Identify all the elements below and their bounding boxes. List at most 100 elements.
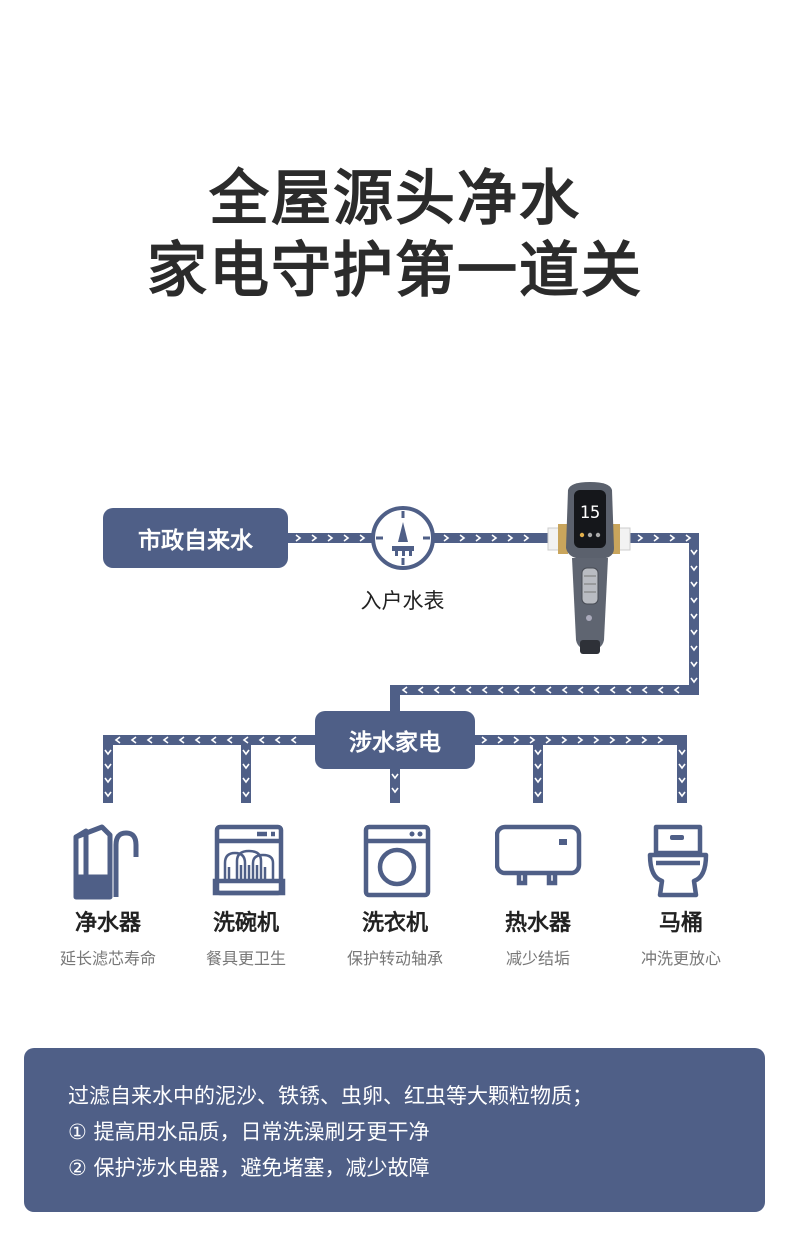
flow-arrow [343,534,350,542]
flow-arrow [523,534,530,542]
flow-arrow [609,686,616,694]
flow-arrow [678,791,686,798]
flow-arrow [497,686,504,694]
appliance-name: 洗碗机 [212,911,279,936]
flow-arrow [481,736,488,744]
flow-arrow [443,534,450,542]
appliance-water-heater: 热水器 减少结垢 [463,815,613,969]
flow-arrow [146,736,153,744]
flow-arrow [690,597,698,604]
flow-arrow [545,686,552,694]
flow-arrow [690,629,698,636]
flow-arrow [673,686,680,694]
flow-arrow [690,613,698,620]
flow-arrow [690,645,698,652]
info-line-1: 过滤自来水中的泥沙、铁锈、虫卵、红虫等大颗粒物质； [68,1084,593,1108]
flow-arrow [657,686,664,694]
pre-filter-device: 15 [547,482,631,654]
info-line-2: ① 提高用水品质，日常洗澡刷牙更干净 [68,1120,430,1144]
flow-arrow [690,581,698,588]
flow-arrow [678,749,686,756]
dishwasher-icon [212,824,286,896]
flow-arrow [274,736,281,744]
flow-arrow [678,777,686,784]
flow-arrow [391,773,399,780]
flow-arrow [534,791,542,798]
flow-arrow [507,534,514,542]
flow-arrow [690,677,698,684]
appliance-desc: 延长滤芯寿命 [59,949,156,968]
title-line-2: 家电守护第一道关 [147,236,643,306]
flow-arrow [513,736,520,744]
flow-arrow [609,736,616,744]
source-node [103,508,288,568]
flow-arrow [491,534,498,542]
flow-arrow [242,777,250,784]
flow-arrow [311,534,318,542]
flow-arrow [359,534,366,542]
appliance-hub-node [315,711,475,769]
flow-arrow [529,686,536,694]
pipe-hub-left [103,735,323,803]
flow-arrow [104,777,112,784]
appliance-toilet: 马桶 冲洗更放心 [606,815,756,969]
flow-arrow [641,736,648,744]
flow-arrow [577,686,584,694]
pipe-hub-right [469,735,687,803]
flow-arrow [226,736,233,744]
washing-machine-icon [363,824,431,898]
source-label: 市政自来水 [138,528,253,554]
flow-arrow [637,534,644,542]
info-panel: 过滤自来水中的泥沙、铁锈、虫卵、红虫等大颗粒物质； ① 提高用水品质，日常洗澡刷… [24,1048,765,1212]
flow-arrow [529,736,536,744]
flow-arrow [130,736,137,744]
flow-arrow [242,749,250,756]
flow-arrow [401,686,408,694]
flow-arrow [625,686,632,694]
flow-arrow [475,534,482,542]
flow-arrow [194,736,201,744]
info-line-3: ② 保护涉水电器，避免堵塞，减少故障 [68,1156,430,1180]
flow-arrow [593,686,600,694]
flow-arrow [685,534,692,542]
flow-arrow [391,787,399,794]
flow-arrow [162,736,169,744]
flow-arrow [258,736,265,744]
flow-arrow [534,749,542,756]
flow-arrow [690,661,698,668]
flow-arrow [561,736,568,744]
flow-arrow [242,791,250,798]
title-line-1: 全屋源头净水 [209,164,581,234]
water-purifier-icon [73,824,139,900]
flow-arrow [481,686,488,694]
appliance-desc: 减少结垢 [505,949,570,968]
appliance-name: 马桶 [658,911,703,936]
water-heater-icon [495,824,582,886]
flow-arrow [513,686,520,694]
water-meter-label: 入户水表 [360,589,445,613]
flow-arrow [497,736,504,744]
flow-arrow [417,686,424,694]
appliance-water-purifier: 净水器 延长滤芯寿命 [33,815,183,969]
flow-arrow [545,736,552,744]
flow-arrow [104,749,112,756]
flow-arrow [625,736,632,744]
flow-arrow [114,736,121,744]
flow-arrow [242,763,250,770]
flow-arrow [577,736,584,744]
flow-arrow [242,736,249,744]
flow-arrow [178,736,185,744]
appliance-desc: 保护转动轴承 [346,949,443,968]
appliance-dishwasher: 洗碗机 餐具更卫生 [171,815,321,969]
flow-arrow [669,534,676,542]
flow-arrow [657,736,664,744]
flow-arrow [104,791,112,798]
flow-arrow [534,763,542,770]
flow-arrow [593,736,600,744]
flow-arrow [561,686,568,694]
water-flow-diagram: 15 [103,482,699,803]
flow-arrow [534,777,542,784]
filter-display-readout: 15 [580,503,600,523]
appliance-desc: 冲洗更放心 [640,949,721,968]
appliance-washing-machine: 洗衣机 保护转动轴承 [320,815,470,969]
